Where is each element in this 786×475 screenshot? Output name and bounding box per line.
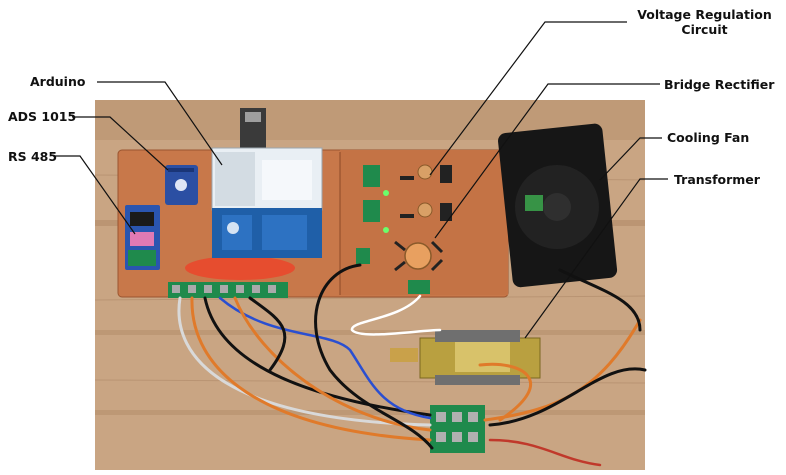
cooling-fan-label: Cooling Fan bbox=[667, 130, 750, 145]
ads1015-module bbox=[165, 165, 198, 205]
ads1015-label: ADS 1015 bbox=[8, 109, 77, 124]
rs485-label: RS 485 bbox=[8, 149, 58, 164]
bridge-rectifier-label: Bridge Rectifier bbox=[664, 77, 775, 92]
arduino-label: Arduino bbox=[30, 74, 86, 89]
transformer-label: Transformer bbox=[674, 172, 760, 187]
rs485-leader-line bbox=[53, 155, 136, 235]
voltage-regulation-label-line2: Circuit bbox=[681, 22, 728, 37]
terminal-block bbox=[168, 282, 288, 298]
output-terminal-block bbox=[430, 405, 485, 453]
wires bbox=[177, 263, 647, 467]
voltage-regulation-label-line1: Voltage Regulation bbox=[637, 7, 772, 22]
bridge-rectifier bbox=[356, 240, 444, 294]
arduino-leader-line bbox=[97, 81, 223, 166]
led-glow bbox=[185, 256, 295, 280]
transformer-leader-line bbox=[524, 178, 668, 339]
cooling-fan-leader-line bbox=[599, 137, 662, 181]
bridge-rectifier-leader-line bbox=[434, 83, 660, 239]
voltage-regulation-leader-line bbox=[429, 21, 627, 176]
cooling-fan bbox=[498, 123, 618, 288]
voltage-regulation-circuit bbox=[363, 164, 452, 233]
ads1015-leader-line bbox=[72, 116, 169, 171]
arduino-board bbox=[211, 108, 323, 258]
voltage-regulation-label: Voltage Regulation Circuit bbox=[632, 7, 777, 37]
leader-lines bbox=[53, 21, 668, 339]
rs485-module bbox=[125, 205, 160, 270]
